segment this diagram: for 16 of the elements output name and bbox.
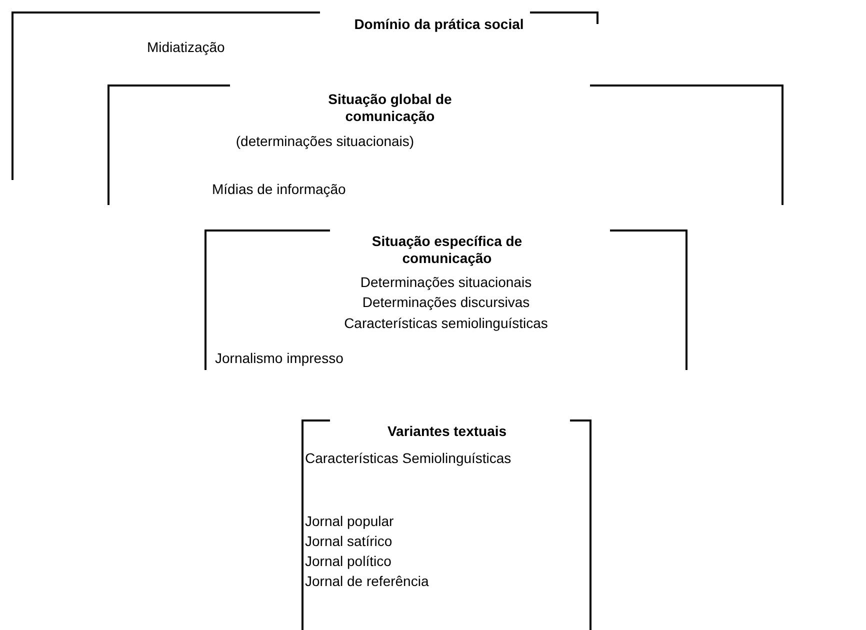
frame-heading: Variantes textuais xyxy=(386,423,508,440)
frame-heading: Situação específica de comunicação xyxy=(370,233,524,267)
frame-text: Jornal político xyxy=(305,553,392,570)
frame-text: Midiatização xyxy=(147,39,225,56)
frame-text: Jornal de referência xyxy=(305,573,429,590)
frame-text: Jornal popular xyxy=(305,513,394,530)
frame-text: (determinações situacionais) xyxy=(234,133,416,150)
frame-heading: Situação global de comunicação xyxy=(327,91,453,125)
frame-text: Jornal satírico xyxy=(305,533,392,550)
frame-text: Características Semiolinguísticas xyxy=(305,450,512,467)
frame-text: Determinações discursivas xyxy=(361,294,531,311)
frame-text: Jornalismo impresso xyxy=(215,350,344,367)
frame-heading: Domínio da prática social xyxy=(353,16,525,33)
frame-text: Características semiolinguísticas xyxy=(343,315,549,332)
frame-text: Determinações situacionais xyxy=(359,274,533,291)
frame-text: Mídias de informação xyxy=(212,181,346,198)
